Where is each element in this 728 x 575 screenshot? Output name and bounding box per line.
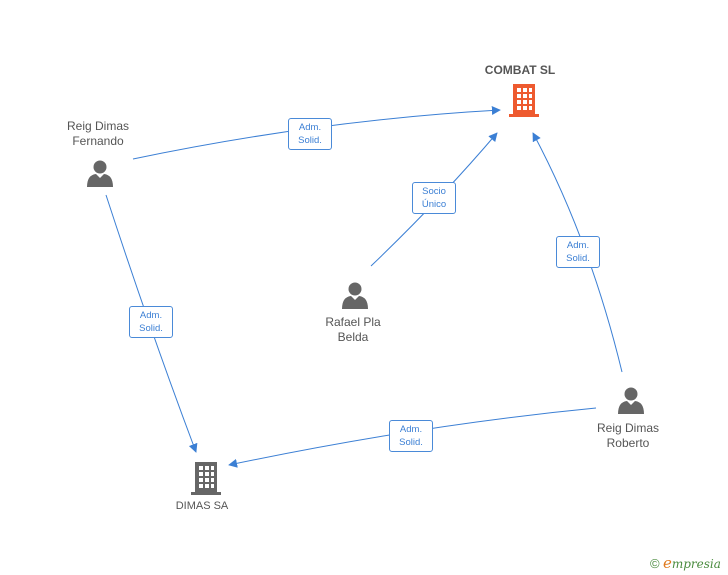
person-label-roberto[interactable]: Reig Dimas Roberto — [578, 421, 678, 451]
edge-label-line: Solid. — [399, 437, 423, 448]
edge-label-roberto-dimas[interactable]: Adm. Solid. — [389, 420, 433, 452]
person-label-fernando[interactable]: Reig Dimas Fernando — [48, 119, 148, 149]
person-name-line: Belda — [337, 330, 369, 344]
company-label-dimas[interactable]: DIMAS SA — [175, 500, 229, 512]
building-icon — [191, 462, 221, 495]
company-label-combat[interactable]: COMBAT SL — [484, 63, 556, 77]
person-icon — [342, 282, 368, 309]
person-icon — [618, 387, 644, 414]
edge-label-line: Solid. — [298, 135, 322, 146]
edge-label-line: Único — [421, 199, 447, 210]
person-icon — [87, 160, 113, 187]
edge-label-line: Adm. — [566, 240, 590, 251]
edge-label-line: Solid. — [566, 253, 590, 264]
copyright-icon: © — [650, 556, 660, 571]
edge-label-line: Adm. — [139, 310, 163, 321]
brand-first-letter: e — [662, 554, 672, 572]
edge-label-fernando-combat[interactable]: Adm. Solid. — [288, 118, 332, 150]
building-icon — [508, 84, 540, 117]
empresia-logo[interactable]: © empresia — [650, 554, 721, 572]
person-name-line: Fernando — [72, 134, 124, 148]
edge-label-fernando-dimas[interactable]: Adm. Solid. — [129, 306, 173, 338]
edge-label-line: Solid. — [139, 323, 163, 334]
person-label-rafael[interactable]: Rafael Pla Belda — [303, 315, 403, 345]
person-name-line: Reig Dimas — [596, 421, 659, 435]
person-name-line: Roberto — [606, 436, 650, 450]
edge-label-line: Adm. — [298, 122, 322, 133]
edge-label-line: Socio — [422, 186, 446, 197]
edge-label-line: Adm. — [399, 424, 423, 435]
edge-label-rafael-combat[interactable]: Socio Único — [412, 182, 456, 214]
brand-rest: mpresia — [671, 557, 721, 571]
edge-label-roberto-combat[interactable]: Adm. Solid. — [556, 236, 600, 268]
person-name-line: Rafael Pla — [325, 315, 381, 329]
person-name-line: Reig Dimas — [66, 119, 129, 133]
